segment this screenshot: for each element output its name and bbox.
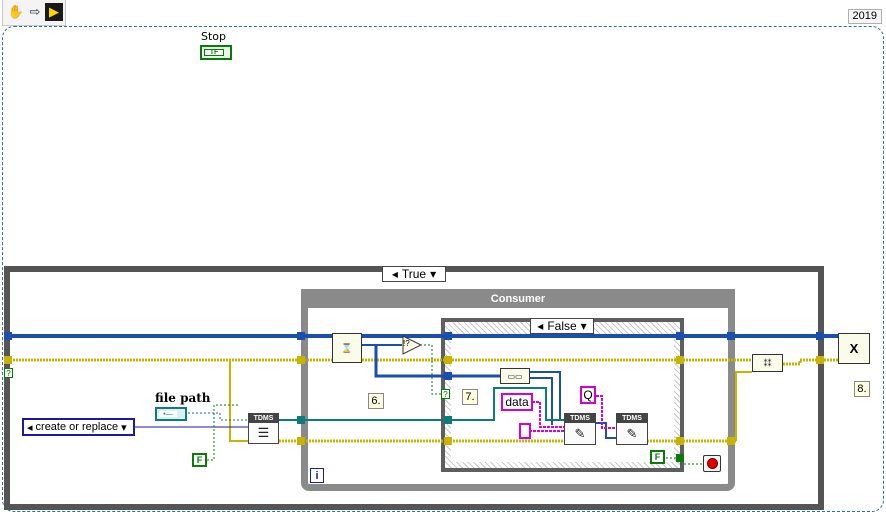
- error-tunnel: [4, 356, 12, 364]
- comment-7: 7.: [462, 389, 478, 405]
- string-wire: [596, 395, 616, 429]
- error-tunnel: [444, 437, 452, 445]
- error-tunnel: [297, 437, 305, 445]
- close-icon: X: [849, 341, 859, 356]
- queue-tunnel: [4, 332, 12, 340]
- unbundle-icon: ▭▭: [507, 371, 523, 381]
- boolean-wire: [207, 404, 240, 461]
- inner-case-selector[interactable]: ◂ False ▾: [530, 318, 594, 334]
- queue-tunnel: [444, 332, 452, 340]
- error-tunnel: [297, 356, 305, 364]
- error-tunnel: [727, 437, 735, 445]
- version-badge: 2019: [847, 9, 882, 24]
- outer-case-selector[interactable]: ◂ True ▾: [382, 266, 446, 282]
- comment-6: 6.: [368, 393, 384, 409]
- release-queue-node[interactable]: X: [838, 333, 870, 364]
- selector-terminal: ?: [441, 389, 450, 399]
- compare-icon: !?: [403, 339, 410, 348]
- queue-wire: [374, 345, 500, 378]
- error-tunnel: [676, 437, 684, 445]
- unbundle-node[interactable]: ▭▭: [500, 368, 530, 384]
- error-wire: [783, 358, 838, 366]
- error-wire: [735, 371, 752, 441]
- run-arrow-icon[interactable]: ⇨: [29, 4, 41, 19]
- tdms-refnum-wire: [279, 387, 564, 421]
- stop-icon: [706, 458, 718, 469]
- dequeue-element-node[interactable]: ⌛: [332, 333, 362, 363]
- error-tunnel: [444, 356, 452, 364]
- dropdown-icon[interactable]: ▾: [580, 319, 587, 333]
- file-path-label: file path: [155, 391, 211, 405]
- queue-tunnel: [816, 332, 824, 340]
- highlight-execution-icon[interactable]: ▶: [45, 3, 63, 21]
- tdms-write-node[interactable]: TDMS ✎: [616, 413, 648, 445]
- left-arrow-icon[interactable]: ◂: [391, 267, 398, 281]
- data-constant[interactable]: data: [501, 393, 533, 411]
- queue-tunnel: [727, 332, 735, 340]
- path-icon: •—: [159, 411, 177, 418]
- stop-label: Stop: [201, 30, 227, 43]
- tdms-header: TDMS: [249, 414, 278, 423]
- dropdown-icon[interactable]: ▾: [430, 267, 437, 281]
- false-constant[interactable]: F: [192, 453, 207, 467]
- outer-case-selector-label: True: [401, 267, 427, 281]
- path-wire: [172, 412, 248, 421]
- queue-tunnel: [676, 332, 684, 340]
- left-arrow-icon: ◂: [27, 421, 33, 434]
- boolean-tunnel: [676, 454, 684, 462]
- error-wire: [229, 360, 248, 442]
- hourglass-icon: ⌛: [341, 342, 353, 353]
- error-tunnel: [816, 356, 824, 364]
- loop-stop-terminal[interactable]: [703, 455, 721, 472]
- boolean-wire: [420, 344, 444, 395]
- stop-constant: TF: [204, 49, 224, 56]
- chevron-down-icon[interactable]: ▾: [121, 421, 127, 434]
- stop-control[interactable]: TF: [200, 45, 232, 60]
- loop-title: Consumer: [301, 289, 735, 308]
- iteration-terminal: i: [310, 468, 324, 483]
- merge-errors-node[interactable]: ⁑⁑: [752, 354, 783, 372]
- queue-wire: [530, 377, 553, 425]
- pencil-icon: ✎: [626, 425, 638, 441]
- queue-wire: [596, 422, 616, 439]
- inner-case-selector-label: False: [547, 319, 577, 333]
- false-constant[interactable]: F: [650, 450, 665, 464]
- file-path-control[interactable]: •—: [155, 407, 187, 421]
- refnum-tunnel: [444, 416, 452, 424]
- operation-enum-value: create or replace: [35, 421, 119, 433]
- tdms-write-node[interactable]: TDMS ✎: [564, 413, 596, 445]
- merge-errors-icon: ⁑⁑: [763, 358, 772, 368]
- queue-tunnel: [297, 332, 305, 340]
- run-continuously-icon[interactable]: ✋: [7, 4, 25, 19]
- tdms-open-node[interactable]: TDMS ☰: [248, 413, 279, 444]
- queue-tunnel: [444, 372, 452, 380]
- toolbar: ✋ ⇨ ▶: [2, 0, 66, 26]
- operation-enum-constant[interactable]: ◂ create or replace ▾: [22, 418, 135, 436]
- tdms-header: TDMS: [617, 414, 647, 423]
- error-tunnel: [676, 356, 684, 364]
- q-constant[interactable]: Q: [580, 386, 596, 404]
- string-wire: [532, 401, 564, 428]
- compare-node[interactable]: [402, 335, 422, 355]
- refnum-tunnel: [297, 416, 305, 424]
- boolean-wire: [666, 457, 704, 465]
- tdms-header: TDMS: [565, 414, 595, 423]
- string-constant[interactable]: [519, 423, 531, 439]
- left-arrow-icon[interactable]: ◂: [537, 319, 544, 333]
- comment-8: 8.: [854, 381, 870, 397]
- open-file-icon: ☰: [257, 425, 270, 440]
- selector-terminal: ?: [4, 368, 13, 378]
- pencil-icon: ✎: [574, 425, 586, 441]
